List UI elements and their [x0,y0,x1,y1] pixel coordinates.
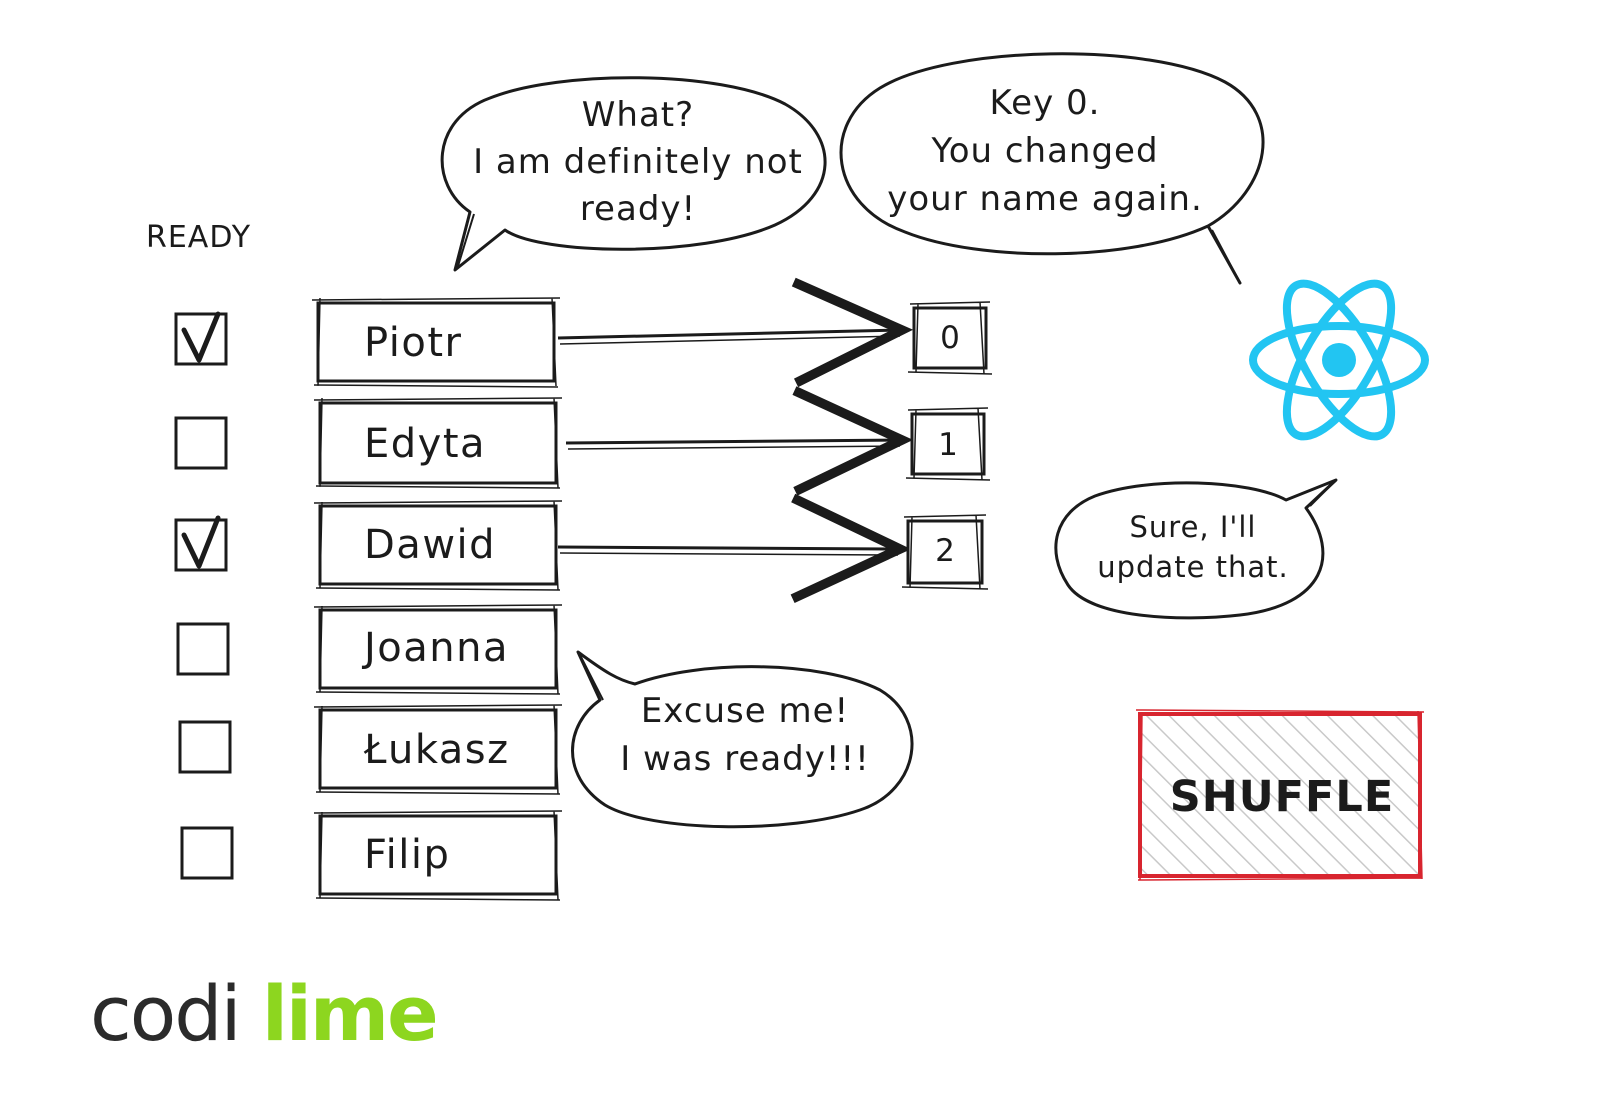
name-value: Joanna [361,625,509,671]
bubble-line: Excuse me! [641,691,849,731]
bubble-line: I was ready!!! [620,739,870,779]
name-value: Edyta [364,421,486,467]
checkmark-icon [181,311,221,363]
name-value: Piotr [364,320,462,366]
checkmark-icon [181,515,221,569]
bubble-line: Key 0. [990,83,1101,123]
bubble-line: You changed [930,131,1158,171]
bubble-line: ready! [580,189,696,229]
bubble-line: What? [582,95,694,135]
name-value: Łukasz [363,727,510,773]
name-input[interactable]: Piotr [311,297,561,388]
ready-checkbox[interactable] [174,518,228,572]
ready-checkbox-column [174,311,234,880]
name-input-column: Piotr Edyta Dawid Joanna Łukasz Filip [311,297,563,901]
ready-checkbox[interactable] [176,622,230,676]
shuffle-button[interactable]: SHUFFLE [1135,709,1425,881]
name-value: Filip [364,832,450,878]
logo-part-codi: codi [90,969,240,1058]
name-value: Dawid [364,522,496,568]
bubble-line: Sure, I'll [1130,510,1257,544]
arrow-to-key-2 [557,493,912,604]
key-value: 2 [935,533,955,569]
bubble-line: update that. [1097,550,1289,584]
speech-bubble-piotr: What? I am definitely not ready! [440,76,827,272]
name-input[interactable]: Dawid [313,500,563,591]
shuffle-label: SHUFFLE [1170,772,1394,822]
key-box: 1 [905,407,991,481]
arrow-double-line [567,445,901,450]
arrow-double-line [559,335,901,345]
react-atom-icon [1249,279,1429,441]
speech-bubble-update-reply: Sure, I'll update that. [1054,478,1338,620]
speech-bubble-key-notice: Key 0. You changed your name again. [839,52,1265,285]
ready-checkbox[interactable] [174,416,228,470]
codilime-logo: codi lime [90,969,439,1058]
name-input[interactable]: Filip [313,810,563,901]
arrow-to-key-1 [565,386,914,496]
key-column: 0 1 2 [901,301,993,590]
ready-header: READY [146,220,251,255]
svg-text:codi lime: codi lime [90,969,437,1058]
name-input[interactable]: Edyta [313,397,563,489]
name-input[interactable]: Joanna [313,604,563,695]
name-input[interactable]: Łukasz [313,704,563,795]
key-value: 0 [940,320,960,356]
arrow-double-line [559,552,899,556]
key-value: 1 [938,427,958,463]
ready-checkbox[interactable] [178,720,232,774]
key-arrows [557,277,914,604]
key-box: 2 [901,514,989,590]
bubble-line: I am definitely not [473,142,803,182]
ready-checkbox[interactable] [180,826,234,880]
logo-part-lime: lime [262,969,437,1058]
speech-bubble-lukasz: Excuse me! I was ready!!! [571,650,914,829]
bubble-line: your name again. [887,179,1203,219]
arrow-to-key-0 [557,277,914,388]
key-box: 0 [907,301,993,375]
